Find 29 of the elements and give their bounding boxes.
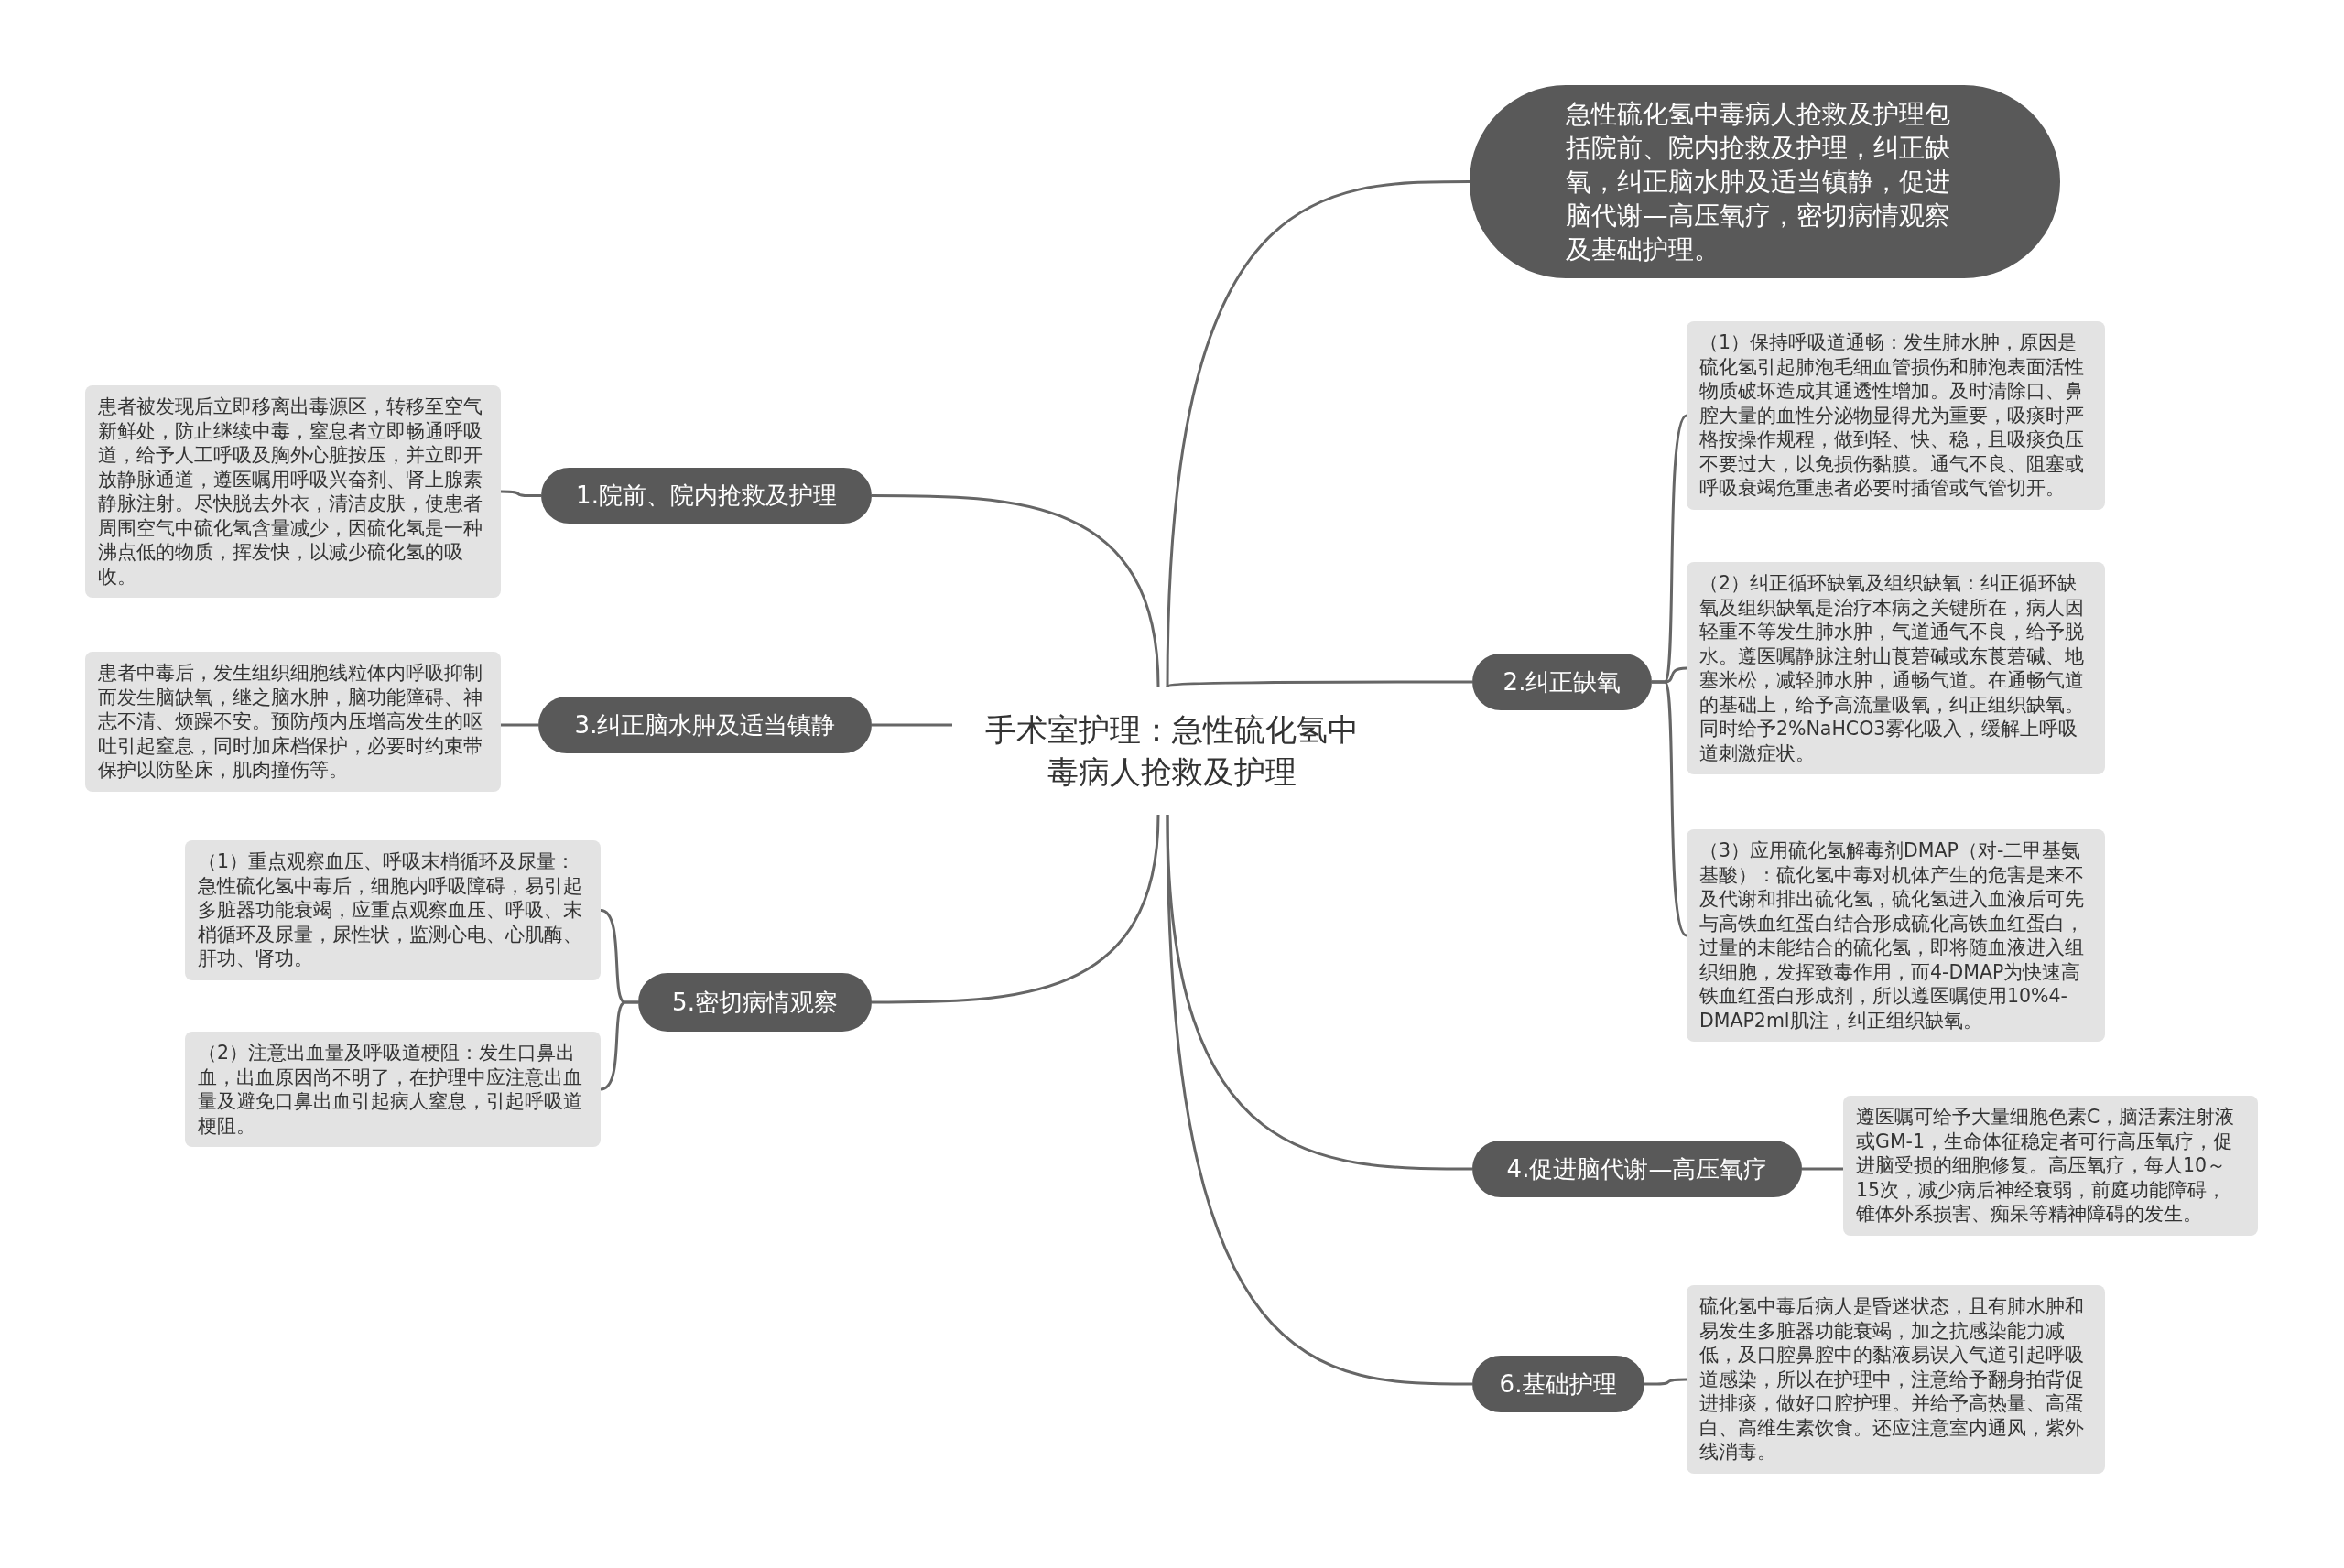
note-box: 患者被发现后立即移离出毒源区，转移至空气新鲜处，防止继续中毒，窒息者立即畅通呼吸道，给予人工呼吸及胸外心脏按压，并立即开放静脉通道，遵医嘱用呼吸兴奋剂、肾上腺素静脉注射。尽快脱去外衣，清洁皮肤，使患者周围空气中硫化氢含量减少，因硫化氢是一种沸点低的物质，挥发快，以减少硫化氢的吸收。 xyxy=(85,385,501,598)
summary-pill: 急性硫化氢中毒病人抢救及护理包括院前、院内抢救及护理，纠正缺氧，纠正脑水肿及适当镇静，促进脑代谢—高压氧疗，密切病情观察及基础护理。 xyxy=(1470,85,2060,278)
topic-pill: 5.密切病情观察 xyxy=(638,973,872,1032)
connector-line xyxy=(1166,180,1470,687)
topic-pill: 3.纠正脑水肿及适当镇静 xyxy=(538,697,872,753)
connector-line xyxy=(1167,680,1472,688)
note-box: 患者中毒后，发生组织细胞线粒体内呼吸抑制而发生脑缺氧，继之脑水肿，脑功能障碍、神志不清、烦躁不安。预防颅内压增高发生的呕吐引起窒息，同时加床档保护，必要时约束带保护以防坠床，肌肉撞伤等。 xyxy=(85,652,501,792)
connector-line xyxy=(600,1000,638,1091)
connector-line xyxy=(1802,1167,1843,1171)
connector-line xyxy=(1652,680,1688,937)
central-topic: 手术室护理：急性硫化氢中毒病人抢救及护理 xyxy=(952,687,1392,815)
topic-pill: 2.纠正缺氧 xyxy=(1472,654,1652,710)
note-box: 硫化氢中毒后病人是昏迷状态，且有肺水肿和易发生多脏器功能衰竭，加之抗感染能力减低，及口腔鼻腔中的黏液易误入气道引起呼吸道感染，所以在护理中，注意给予翻身拍背促进排痰，做好口腔护理。并给予高热量、高蛋白、高维生素饮食。还应注意室内通风，紫外线消毒。 xyxy=(1687,1285,2105,1474)
connector-line xyxy=(1166,814,1472,1386)
note-box: （1）保持呼吸道通畅：发生肺水肿，原因是硫化氢引起肺泡毛细血管损伤和肺泡表面活性物质破坏造成其通透性增加。及时清除口、鼻腔大量的血性分泌物显得尤为重要，吸痰时严格按操作规程，做到轻、快、稳，且吸痰负压不要过大，以免损伤黏膜。通气不良、阻塞或呼吸衰竭危重患者必要时插管或气管切开。 xyxy=(1687,321,2105,510)
topic-pill: 6.基础护理 xyxy=(1472,1356,1644,1412)
topic-pill: 1.院前、院内抢救及护理 xyxy=(541,468,872,524)
note-box: （3）应用硫化氢解毒剂DMAP（对-二甲基氨基酸）：硫化氢中毒对机体产生的危害是来不及代谢和排出硫化氢，硫化氢进入血液后可先与高铁血红蛋白结合形成硫化高铁血红蛋白，过量的未能结合的硫化氢，即将随血液进入组织细胞，发挥致毒作用，而4-DMAP为快速高铁血红蛋白形成剂，所以遵医嘱使用10%4-DMAP2ml肌注，纠正组织缺氧。 xyxy=(1687,829,2105,1042)
connector-line xyxy=(501,723,538,727)
connector-line xyxy=(1644,1378,1687,1386)
connector-line xyxy=(500,490,541,497)
topic-pill: 4.促进脑代谢—高压氧疗 xyxy=(1472,1141,1802,1197)
note-box: 遵医嘱可给予大量细胞色素C，脑活素注射液或GM-1，生命体征稳定者可行高压氧疗，促进脑受损的细胞修复。高压氧疗，每人10～15次，减少病后神经衰弱，前庭功能障碍，锥体外系损害、痴呆等精神障碍的发生。 xyxy=(1843,1096,2258,1236)
note-box: （1）重点观察血压、呼吸末梢循环及尿量：急性硫化氢中毒后，细胞内呼吸障碍，易引起多脏器功能衰竭，应重点观察血压、呼吸、末梢循环及尿量，尿性状，监测心电、心肌酶、肝功、肾功。 xyxy=(185,840,601,980)
connector-line xyxy=(872,814,1160,1004)
note-box: （2）注意出血量及呼吸道梗阻：发生口鼻出血，出血原因尚不明了，在护理中应注意出血量及避免口鼻出血引起病人窒息，引起呼吸道梗阻。 xyxy=(185,1032,601,1147)
note-box: （2）纠正循环缺氧及组织缺氧：纠正循环缺氧及组织缺氧是治疗本病之关键所在，病人因轻重不等发生肺水肿，气道通气不良，给予脱水。遵医嘱静脉注射山莨菪碱或东莨菪碱、地塞米松，减轻肺水肿，通畅气道。在通畅气道的基础上，给予高流量吸氧，纠正组织缺氧。同时给予2%NaHCO3雾化吸入，缓解上呼吸道刺激症状。 xyxy=(1687,562,2105,774)
connector-line xyxy=(872,723,952,727)
connector-line xyxy=(872,494,1160,687)
